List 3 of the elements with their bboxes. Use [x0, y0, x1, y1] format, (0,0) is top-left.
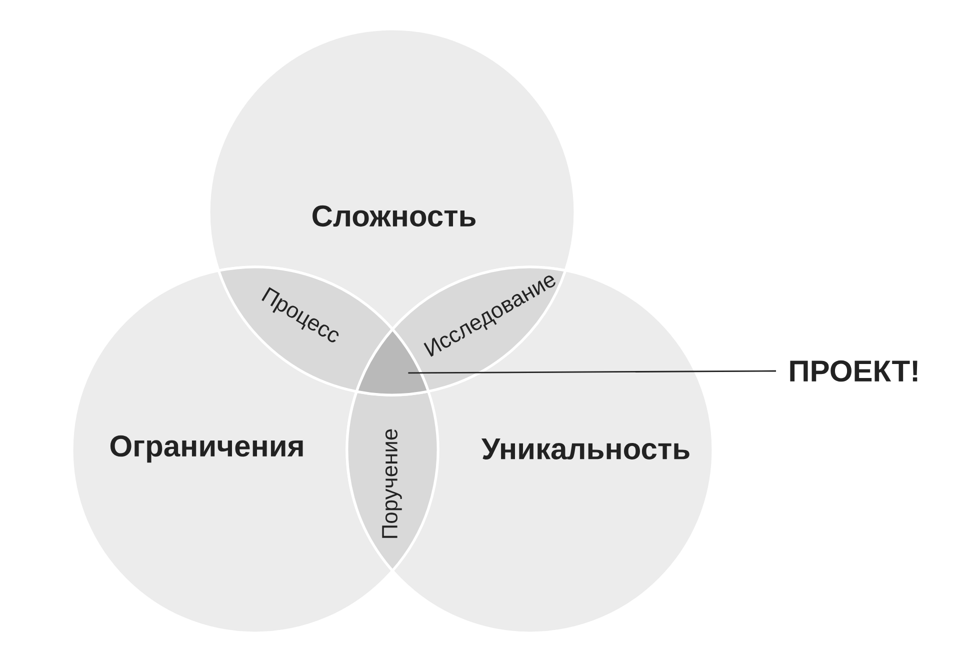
venn-overlap: Поручение [346, 390, 440, 572]
callout-label: ПРОЕКТ! [790, 360, 918, 382]
leader-line [408, 370, 776, 374]
